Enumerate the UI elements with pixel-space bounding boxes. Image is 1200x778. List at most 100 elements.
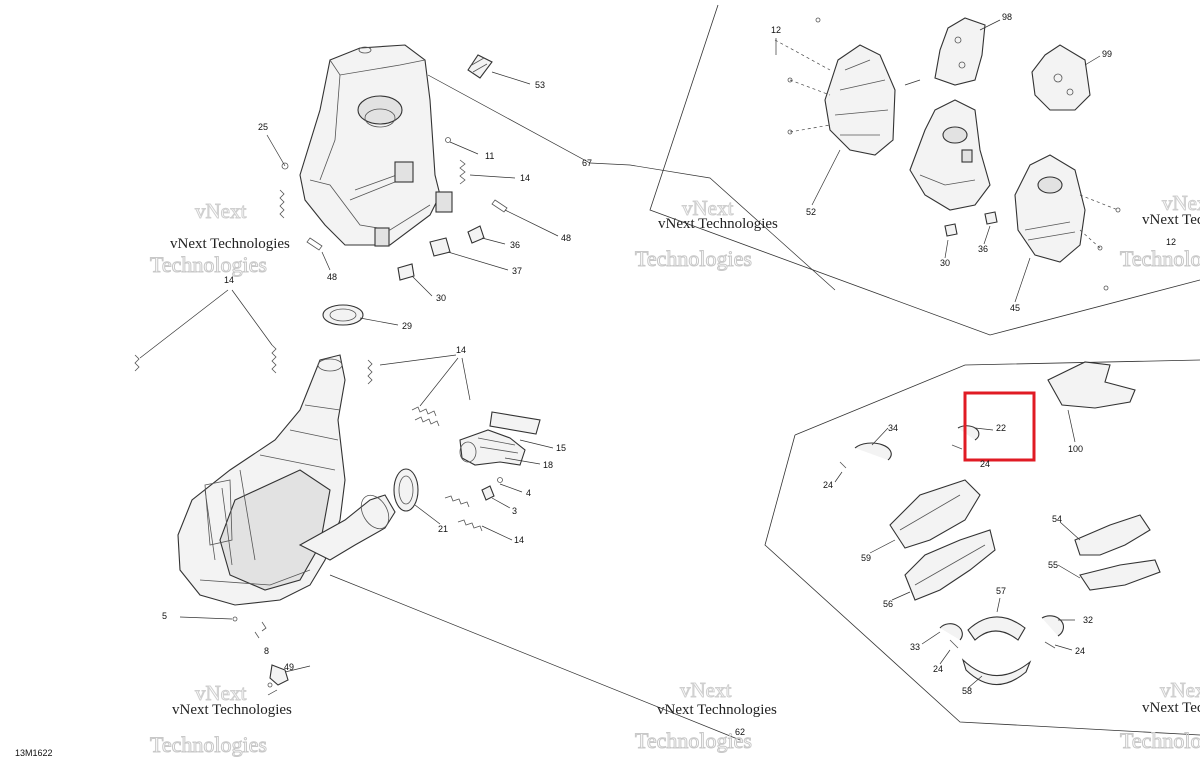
watermark-center-bottom: vNext vNext Technologies Technologies (635, 678, 778, 754)
hardware-top-right (774, 17, 1121, 291)
callout-12-top: 12 (771, 25, 781, 35)
highlight-box-part-22 (963, 391, 1036, 462)
callout-36-left: 36 (510, 240, 520, 250)
callout-59: 59 (861, 553, 871, 563)
callout-4: 4 (526, 488, 531, 498)
svg-text:Technologies: Technologies (635, 246, 752, 271)
part-57-saddle (967, 616, 1026, 641)
svg-text:vNext: vNext (1162, 191, 1200, 215)
svg-text:vNext Technologies: vNext Technologies (170, 236, 290, 252)
callout-37: 37 (512, 266, 522, 276)
callout-24-left: 24 (823, 480, 833, 490)
svg-text:vNext Technologies: vNext Technologies (1142, 700, 1200, 716)
part-59-shield (889, 479, 981, 549)
part-18-manifold (459, 411, 541, 466)
svg-text:vNext Technologies: vNext Technologies (172, 702, 292, 718)
muffler-body (299, 44, 453, 247)
part-99-plate (1031, 44, 1091, 111)
svg-text:vNext: vNext (195, 199, 246, 223)
callout-18: 18 (543, 460, 553, 470)
svg-text:vNext: vNext (1160, 678, 1200, 702)
svg-text:vNext: vNext (682, 196, 733, 220)
callout-11: 11 (485, 151, 494, 161)
callout-25: 25 (258, 122, 268, 132)
callout-36-right: 36 (978, 244, 988, 254)
callout-labels: 53 67 25 11 14 48 36 37 48 30 29 14 14 1… (162, 12, 1176, 737)
part-45-heat-shield (1014, 154, 1086, 263)
part-53-bracket (467, 54, 493, 79)
svg-text:Technologies: Technologies (150, 732, 267, 757)
part-98-plate (934, 17, 986, 86)
part-56-shield (904, 529, 996, 601)
callout-54: 54 (1052, 514, 1062, 524)
callout-24-upper: 24 (980, 459, 990, 469)
callout-62: 62 (735, 727, 745, 737)
part-21-ring (393, 468, 419, 512)
callout-22: 22 (996, 423, 1006, 433)
callout-100: 100 (1068, 444, 1083, 454)
callout-99: 99 (1102, 49, 1112, 59)
callout-57: 57 (996, 586, 1006, 596)
callout-14-lower: 14 (514, 535, 524, 545)
svg-text:vNext: vNext (195, 681, 246, 705)
svg-text:vNext Technologies: vNext Technologies (1142, 212, 1200, 228)
watermark-right-top: vNext vNext Technologies Technologies (1120, 191, 1200, 272)
part-52-heat-shield (824, 44, 896, 156)
mini-muffler (909, 99, 991, 211)
callout-67: 67 (582, 158, 592, 168)
callout-3: 3 (512, 506, 517, 516)
svg-text:vNext Technologies: vNext Technologies (658, 216, 778, 232)
watermark-right-bottom: vNext vNext Technologies Technologies (1120, 678, 1200, 754)
part-55-pipe (1079, 559, 1161, 591)
watermark-left-bottom: vNext vNext Technologies Technologies (150, 681, 293, 758)
watermark-left-top: vNext vNext Technologies Technologies (150, 199, 291, 278)
callout-15: 15 (556, 443, 566, 453)
callout-29: 29 (402, 321, 412, 331)
svg-text:vNext Technologies: vNext Technologies (657, 702, 777, 718)
svg-text:Technologies: Technologies (635, 728, 752, 753)
callout-8: 8 (264, 646, 269, 656)
spring-parts-top (279, 137, 466, 219)
part-54-pipe (1074, 514, 1151, 556)
callout-30-right: 30 (940, 258, 950, 268)
watermark-center-top: vNext vNext Technologies Technologies (635, 196, 779, 272)
callout-5: 5 (162, 611, 167, 621)
callout-45: 45 (1010, 303, 1020, 313)
part-100-pad (1047, 361, 1136, 409)
callout-98: 98 (1002, 12, 1012, 22)
callout-33: 33 (910, 642, 920, 652)
callout-14-top: 14 (520, 173, 530, 183)
small-hardware-top (306, 199, 508, 281)
top-right-panel-frame (649, 4, 1200, 336)
expansion-chamber (177, 354, 396, 606)
callout-58: 58 (962, 686, 972, 696)
diagram-reference-code: 13M1622 (15, 748, 53, 758)
small-hardware-middle (232, 477, 503, 688)
bottom-right-panel-frame (764, 359, 1200, 736)
callout-49: 49 (284, 662, 294, 672)
springs-middle (134, 344, 483, 532)
callout-14-left: 14 (224, 275, 234, 285)
callout-48-right: 48 (561, 233, 571, 243)
callout-48-left: 48 (327, 272, 337, 282)
callout-24-bottom-right: 24 (1075, 646, 1085, 656)
svg-text:vNext: vNext (680, 678, 731, 702)
callout-55: 55 (1048, 560, 1058, 570)
callout-21: 21 (438, 524, 448, 534)
svg-text:Technologies: Technologies (1120, 728, 1200, 753)
callout-30-left: 30 (436, 293, 446, 303)
svg-text:Technologies: Technologies (150, 252, 267, 277)
part-29-gasket (322, 304, 364, 326)
part-34-clamp (854, 442, 892, 461)
svg-text:Technologies: Technologies (1120, 246, 1200, 271)
callout-12-right: 12 (1166, 237, 1176, 247)
callout-24-bottom-left: 24 (933, 664, 943, 674)
callout-52: 52 (806, 207, 816, 217)
callout-56: 56 (883, 599, 893, 609)
callout-32: 32 (1083, 615, 1093, 625)
part-58-saddle (961, 658, 1032, 685)
callout-14-middle: 14 (456, 345, 466, 355)
assembly-leader-lines (329, 74, 836, 741)
callout-53: 53 (535, 80, 545, 90)
